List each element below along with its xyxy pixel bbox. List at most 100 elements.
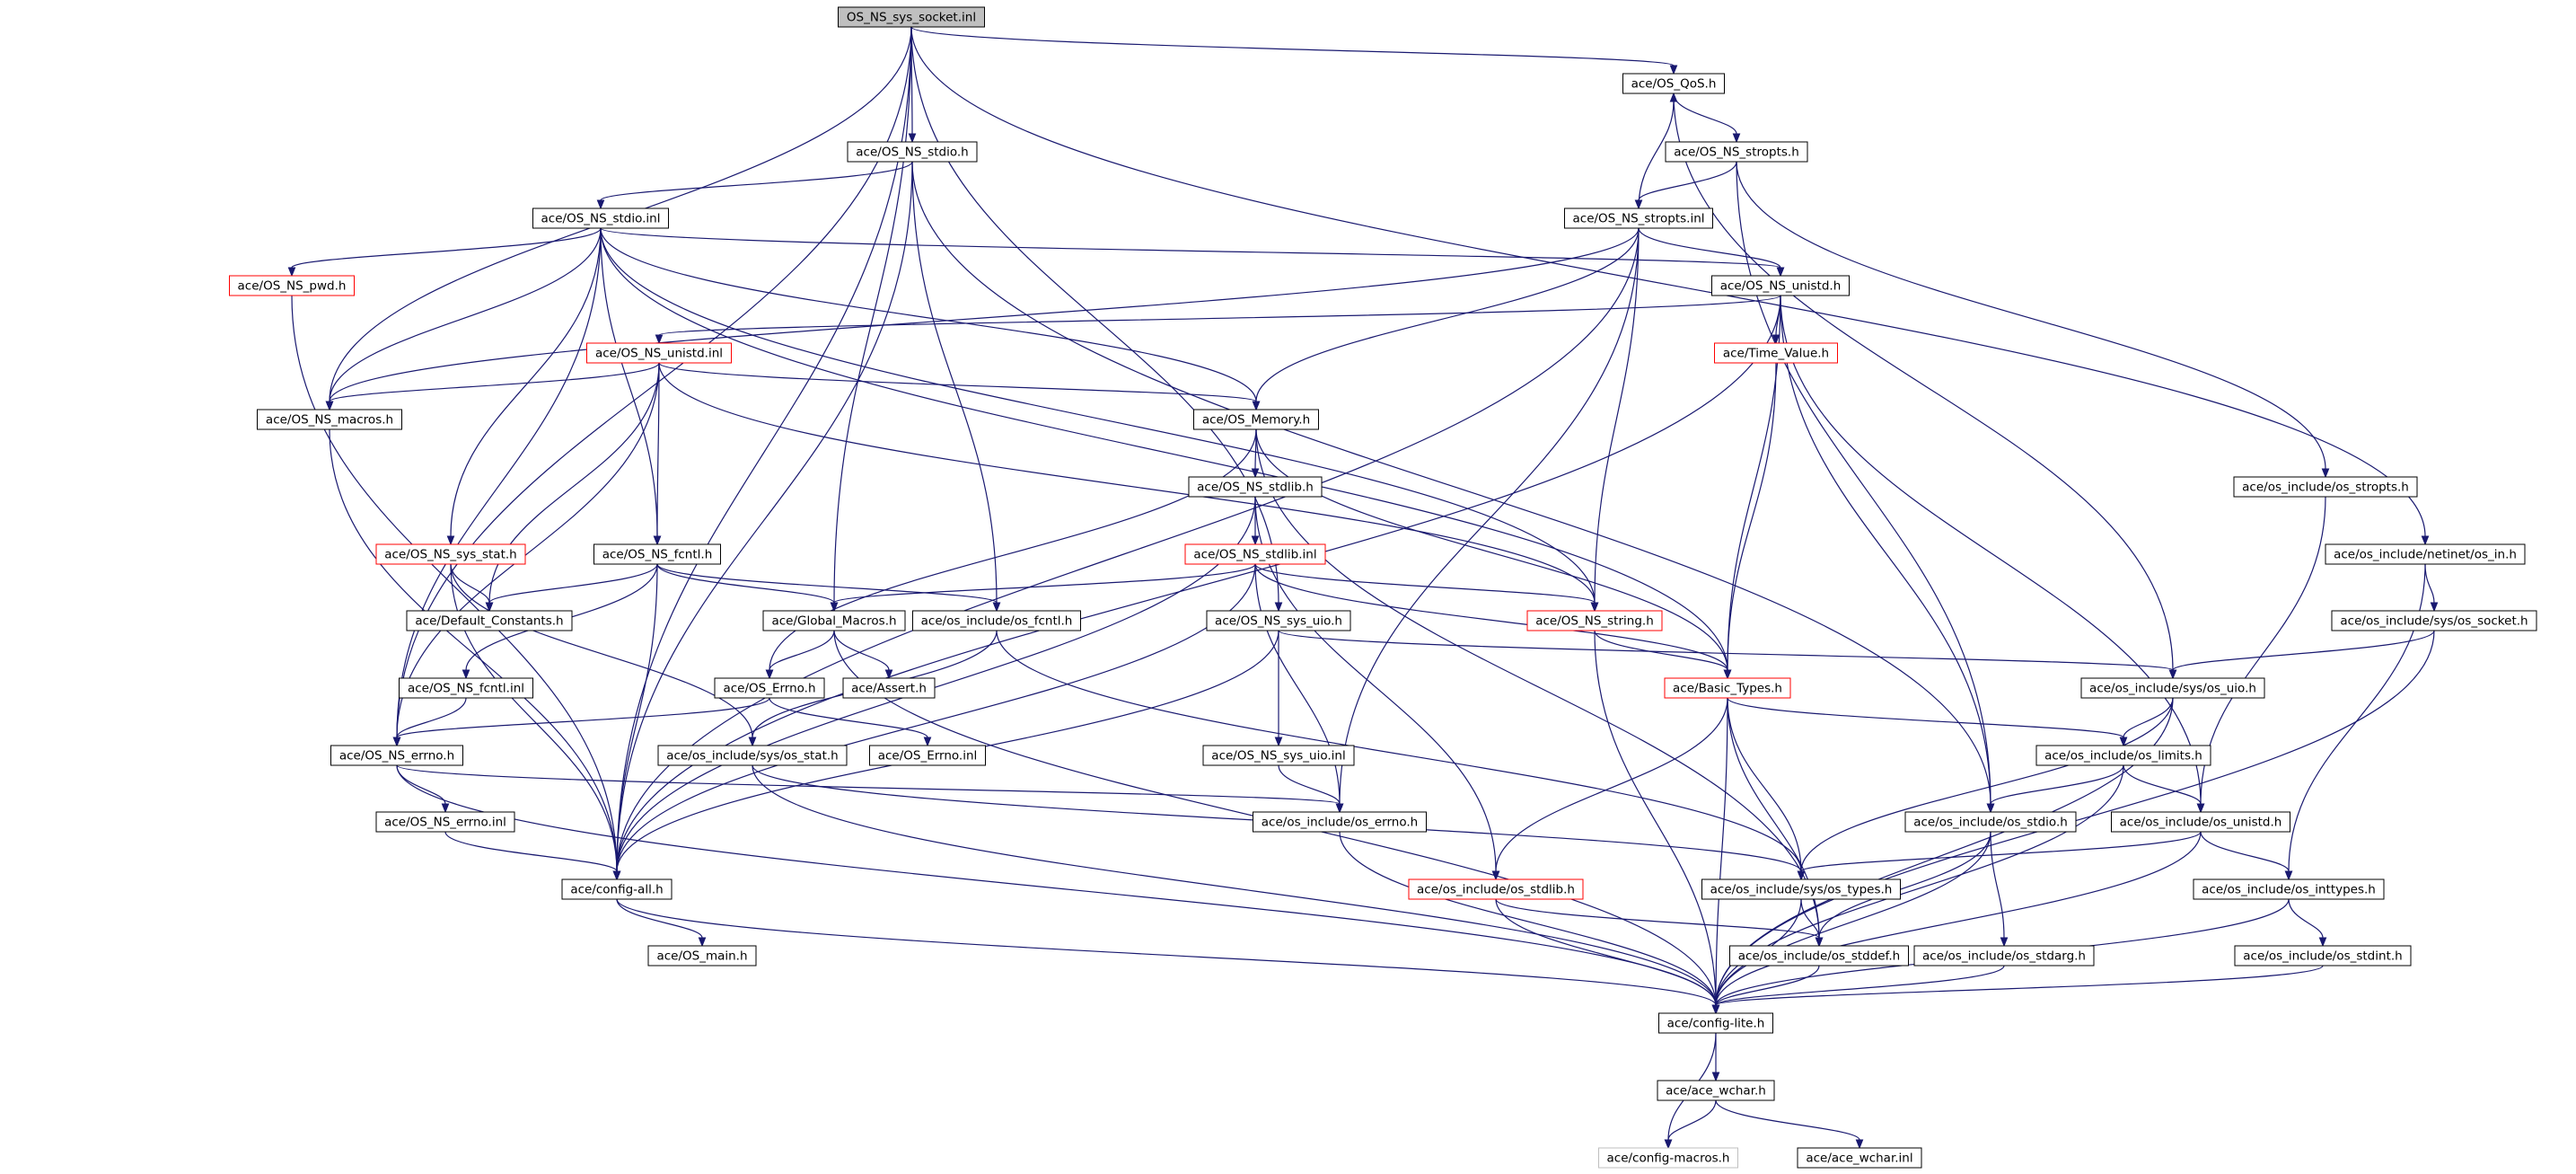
node-ns-errno-inl[interactable]: ace/OS_NS_errno.inl: [375, 811, 515, 833]
edge-glob-to-assert: [833, 630, 893, 680]
node-basic[interactable]: ace/Basic_Types.h: [1664, 677, 1791, 699]
node-unistd-inl[interactable]: ace/OS_NS_unistd.inl: [586, 342, 732, 364]
node-sys-uio-h[interactable]: ace/OS_NS_sys_uio.h: [1206, 610, 1351, 631]
node-label: ace/OS_NS_stdio.inl: [541, 212, 661, 226]
node-fcntl-inl[interactable]: ace/OS_NS_fcntl.inl: [399, 677, 533, 699]
node-box: [1526, 610, 1663, 631]
node-label: ace/os_include/sys/os_uio.h: [2089, 682, 2256, 696]
node-label: ace/OS_QoS.h: [1631, 77, 1717, 92]
node-config-macros[interactable]: ace/config-macros.h: [1598, 1147, 1738, 1169]
node-box: [229, 275, 355, 296]
edge-memory-to-basic: [1255, 428, 1732, 680]
edge-stdio_h-to-stdio_inl: [596, 161, 913, 210]
edge-os_types-to-stddef: [1800, 898, 1824, 948]
edge-wchar_h-to-config_macros: [1664, 1099, 1717, 1150]
node-config-lite[interactable]: ace/config-lite.h: [1658, 1012, 1773, 1034]
node-os-stdlib[interactable]: ace/os_include/os_stdlib.h: [1408, 878, 1584, 900]
node-root[interactable]: OS_NS_sys_socket.inl: [838, 6, 985, 28]
node-os-socket[interactable]: ace/os_include/sys/os_socket.h: [2331, 610, 2537, 631]
node-box: [2331, 610, 2537, 631]
edge-stropts_inl-to-qos: [1638, 92, 1678, 209]
node-wchar-h[interactable]: ace/ace_wchar.h: [1657, 1080, 1775, 1101]
node-label: ace/OS_NS_stropts.h: [1674, 146, 1799, 160]
node-memory[interactable]: ace/OS_Memory.h: [1193, 409, 1319, 430]
node-box: [1904, 811, 2077, 833]
node-os-fcntl[interactable]: ace/os_include/os_fcntl.h: [912, 610, 1081, 631]
node-os-limits[interactable]: ace/os_include/os_limits.h: [2035, 745, 2211, 766]
edge-unistd_inl-to-memory: [658, 362, 1261, 411]
node-errno-h[interactable]: ace/OS_Errno.h: [714, 677, 825, 699]
edge-os_uio-to-os_limits: [2119, 697, 2174, 747]
node-defconst[interactable]: ace/Default_Constants.h: [406, 610, 573, 631]
edge-stdio_h-to-config_all: [612, 161, 913, 881]
node-stddef[interactable]: ace/os_include/os_stddef.h: [1729, 945, 1909, 967]
node-stdio-inl[interactable]: ace/OS_NS_stdio.inl: [532, 207, 669, 229]
node-box: [586, 342, 732, 364]
node-os-stropts[interactable]: ace/os_include/os_stropts.h: [2233, 476, 2418, 498]
node-box: [1622, 73, 1725, 94]
node-fcntl-h[interactable]: ace/OS_NS_fcntl.h: [593, 543, 721, 565]
node-assert[interactable]: ace/Assert.h: [842, 677, 936, 699]
edge-stropts_h-to-os_stdio: [1736, 161, 1995, 814]
node-stdlib-inl[interactable]: ace/OS_NS_stdlib.inl: [1184, 543, 1326, 565]
node-os-errno[interactable]: ace/os_include/os_errno.h: [1253, 811, 1427, 833]
node-string-h[interactable]: ace/OS_NS_string.h: [1526, 610, 1663, 631]
edge-unistd_h-to-unistd_inl: [655, 295, 1781, 345]
node-macros[interactable]: ace/OS_NS_macros.h: [257, 409, 402, 430]
node-wchar-inl[interactable]: ace/ace_wchar.inl: [1797, 1147, 1922, 1169]
node-label: ace/OS_NS_macros.h: [266, 413, 393, 428]
edge-basic-to-os_stdlib: [1491, 697, 1728, 881]
edge-stropts_inl-to-config_all: [612, 227, 1640, 881]
edge-stropts_h-to-os_stropts: [1736, 161, 2330, 479]
edge-qos-to-stropts_h: [1673, 93, 1741, 144]
node-os-uio[interactable]: ace/os_include/sys/os_uio.h: [2080, 677, 2265, 699]
node-pwd[interactable]: ace/OS_NS_pwd.h: [229, 275, 355, 296]
node-os-main[interactable]: ace/OS_main.h: [647, 945, 757, 967]
node-box: [657, 745, 848, 766]
node-box: [1658, 1012, 1773, 1034]
node-label: ace/OS_NS_errno.inl: [384, 816, 506, 830]
edge-stdlib_inl-to-os_errno: [1254, 563, 1344, 814]
node-config-all[interactable]: ace/config-all.h: [561, 878, 673, 900]
node-os-types[interactable]: ace/os_include/sys/os_types.h: [1701, 878, 1901, 900]
node-os-stdio[interactable]: ace/os_include/os_stdio.h: [1904, 811, 2077, 833]
node-box: [1564, 207, 1713, 229]
node-box: [375, 543, 526, 565]
node-box: [1206, 610, 1351, 631]
node-stropts-inl[interactable]: ace/OS_NS_stropts.inl: [1564, 207, 1713, 229]
node-box: [2234, 945, 2412, 967]
edge-os_limits-to-os_stdio: [1986, 764, 2124, 814]
node-unistd-h[interactable]: ace/OS_NS_unistd.h: [1711, 275, 1850, 296]
node-box: [2111, 811, 2290, 833]
node-box: [532, 207, 669, 229]
node-ns-errno[interactable]: ace/OS_NS_errno.h: [330, 745, 463, 766]
node-box: [714, 677, 825, 699]
node-box: [1184, 543, 1326, 565]
node-inttypes[interactable]: ace/os_include/os_inttypes.h: [2193, 878, 2385, 900]
node-box: [1714, 342, 1838, 364]
node-errno-inl[interactable]: ace/OS_Errno.inl: [869, 745, 986, 766]
node-timeval[interactable]: ace/Time_Value.h: [1714, 342, 1838, 364]
node-sys-uio-inl[interactable]: ace/OS_NS_sys_uio.inl: [1202, 745, 1355, 766]
node-label: ace/os_include/os_stdint.h: [2243, 949, 2402, 964]
node-glob[interactable]: ace/Global_Macros.h: [762, 610, 906, 631]
node-stdint[interactable]: ace/os_include/os_stdint.h: [2234, 945, 2412, 967]
node-stdlib-h[interactable]: ace/OS_NS_stdlib.h: [1188, 476, 1323, 498]
node-box: [257, 409, 402, 430]
node-box: [762, 610, 906, 631]
node-netinet[interactable]: ace/os_include/netinet/os_in.h: [2325, 543, 2526, 565]
node-os-stat[interactable]: ace/os_include/sys/os_stat.h: [657, 745, 848, 766]
node-qos[interactable]: ace/OS_QoS.h: [1622, 73, 1725, 94]
node-stropts-h[interactable]: ace/OS_NS_stropts.h: [1665, 141, 1808, 163]
node-stdio-h[interactable]: ace/OS_NS_stdio.h: [847, 141, 978, 163]
edge-inttypes-to-stdint: [2288, 898, 2327, 948]
edge-sys_uio_h-to-sys_uio_inl: [1274, 631, 1283, 747]
edge-basic-to-os_types: [1727, 697, 1806, 881]
node-box: [399, 677, 533, 699]
node-sys-stat[interactable]: ace/OS_NS_sys_stat.h: [375, 543, 526, 565]
node-os-unistd[interactable]: ace/os_include/os_unistd.h: [2111, 811, 2290, 833]
node-stdarg[interactable]: ace/os_include/os_stdarg.h: [1913, 945, 2095, 967]
edge-qos-to-os_uio: [1673, 93, 2177, 680]
node-label: ace/OS_NS_fcntl.inl: [408, 682, 524, 696]
